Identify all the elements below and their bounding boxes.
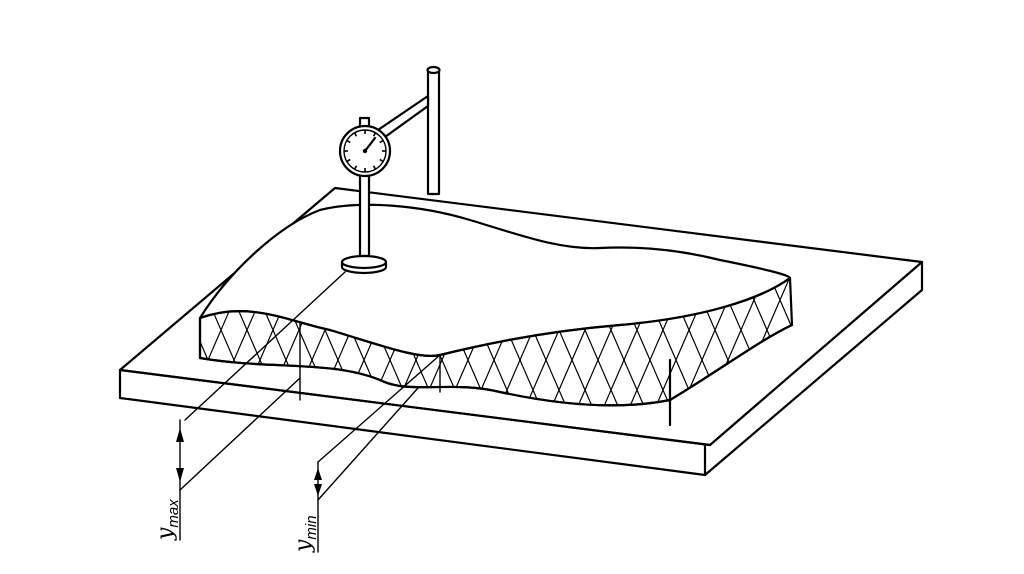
dial-tick [379, 158, 384, 163]
dial-tick [372, 165, 377, 170]
dial-gauge-stand [373, 65, 441, 196]
dial-gauge [338, 116, 392, 275]
dimension-y-min: ymin [291, 461, 322, 553]
projection-lines [179, 271, 441, 501]
dial-tick [353, 165, 358, 170]
dial-tick [346, 158, 351, 163]
dial-tick [372, 132, 377, 137]
dial-tick [379, 139, 384, 144]
specimen-panel [198, 203, 794, 427]
dial-tick [353, 132, 358, 137]
dial-tick [346, 139, 351, 144]
y-max-label: ymax [153, 499, 182, 541]
y-min-label: ymin [291, 515, 320, 553]
dimension-y-max: ymax [153, 419, 184, 541]
